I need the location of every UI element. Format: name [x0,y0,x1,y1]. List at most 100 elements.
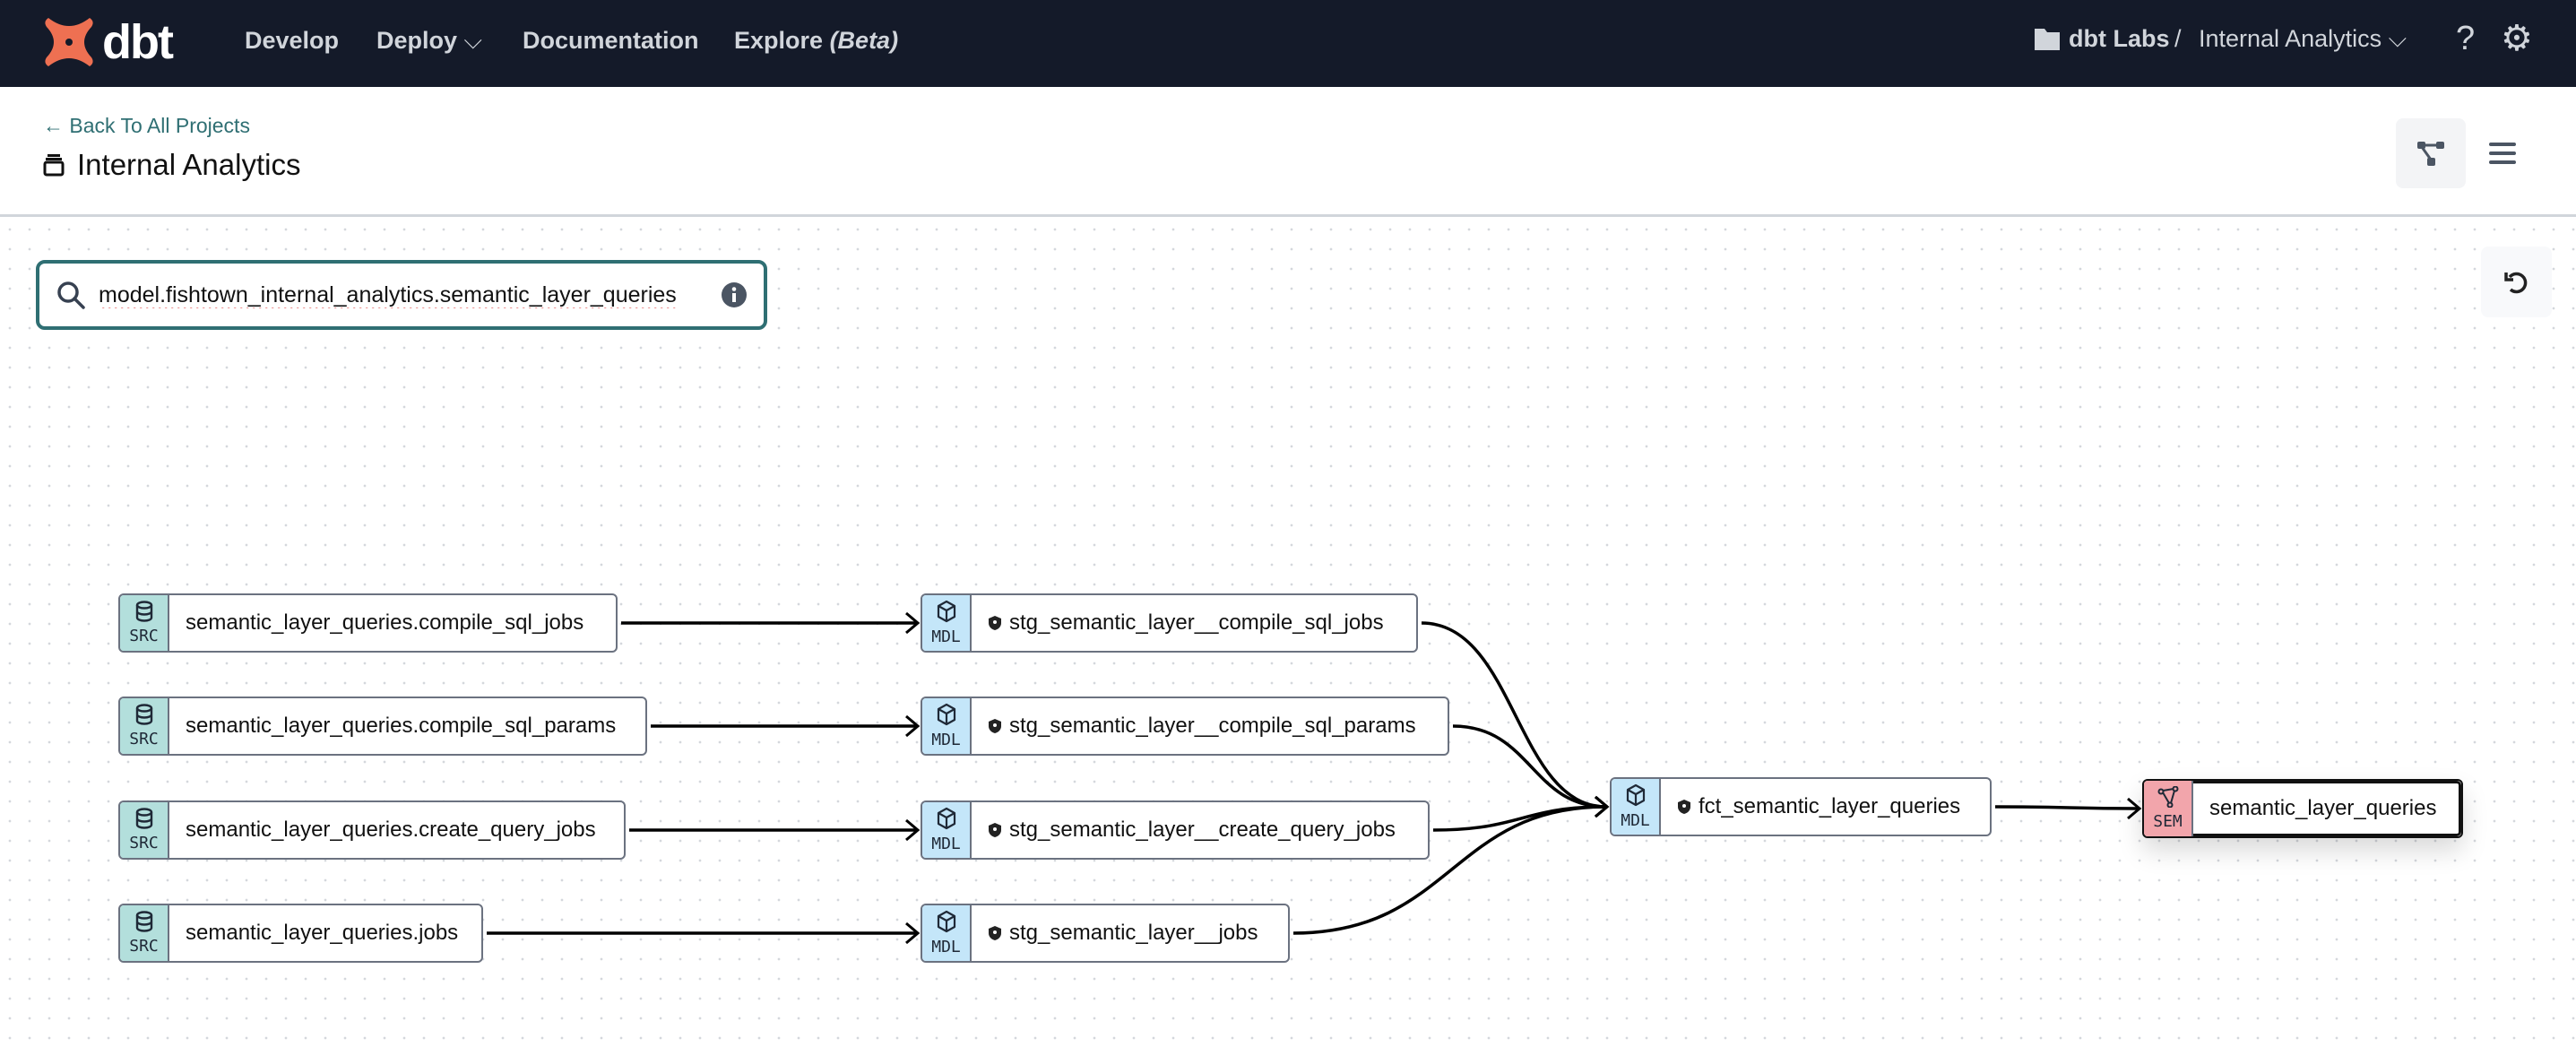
arrowhead-icon [905,922,921,945]
chevron-down-icon: ⌵ [463,27,483,54]
beta-tag: (Beta) [829,27,899,54]
node-label-wrap: semantic_layer_queries.create_query_jobs [169,802,624,858]
edge-staging-to-fact [1292,805,1607,935]
gear-icon[interactable]: ⚙ [2501,19,2533,58]
search-icon [57,281,85,309]
node-label-wrap: stg_semantic_layer__jobs [972,905,1288,961]
account-name[interactable]: dbt Labs [2069,25,2170,52]
search-value[interactable]: model.fishtown_internal_analytics.semant… [99,281,677,307]
mdl-icon [936,703,957,731]
nav-develop[interactable]: Develop [245,27,340,54]
mdl-badge: MDL [922,698,972,754]
node-type: SRC [129,937,159,956]
node-label: semantic_layer_queries.compile_sql_param… [186,714,617,738]
folder-icon [2033,27,2062,58]
protected-icon [989,719,1001,733]
project-icon [43,154,65,177]
source-node[interactable]: SRC semantic_layer_queries.compile_sql_pa… [118,697,647,756]
src-icon [134,911,154,937]
node-type: MDL [931,835,961,853]
nav-explore[interactable]: Explore (Beta) [734,27,898,55]
mdl-icon [936,600,957,627]
node-label-wrap: fct_semantic_layer_queries [1661,779,1990,835]
node-label-wrap: stg_semantic_layer__create_query_jobs [972,802,1428,858]
protected-icon [1678,800,1690,814]
edge-staging-to-fact [1432,805,1607,832]
node-label: semantic_layer_queries.jobs [186,921,459,945]
edge-staging-to-fact [1452,724,1607,809]
mdl-badge: MDL [922,802,972,858]
sem-icon [2157,785,2179,812]
list-view-button[interactable] [2468,118,2537,188]
edge-fact-to-semantic [1994,805,2139,810]
node-type: SRC [129,730,159,748]
breadcrumb-separator: / [2174,25,2182,52]
node-label: stg_semantic_layer__create_query_jobs [1009,818,1396,842]
source-node[interactable]: SRC semantic_layer_queries.create_query_j… [118,800,626,860]
project-name: Internal Analytics [2199,25,2382,52]
fact-model-node[interactable]: MDL fct_semantic_layer_queries [1610,777,1992,836]
staging-model-node[interactable]: MDL stg_semantic_layer__compile_sql_param… [921,697,1449,756]
node-label: fct_semantic_layer_queries [1699,794,1961,818]
chevron-down-icon: ⌵ [2388,25,2407,52]
src-icon [134,704,154,730]
mdl-badge: MDL [922,905,972,961]
node-label: semantic_layer_queries.create_query_jobs [186,818,596,842]
staging-model-node[interactable]: MDL stg_semantic_layer__jobs [921,904,1290,963]
semantic-model-node[interactable]: SEM semantic_layer_queries [2142,779,2463,838]
brand-name: dbt [102,15,174,69]
mdl-icon [1625,783,1647,811]
node-label: stg_semantic_layer__compile_sql_jobs [1009,610,1384,635]
staging-model-node[interactable]: MDL stg_semantic_layer__create_query_jobs [921,800,1430,860]
staging-model-node[interactable]: MDL stg_semantic_layer__compile_sql_jobs [921,593,1418,653]
dbt-logo-icon [45,18,93,66]
arrow-left-icon: ← [43,114,64,137]
src-badge: SRC [120,802,169,858]
protected-icon [989,616,1001,630]
src-icon [134,601,154,627]
nav-documentation[interactable]: Documentation [523,27,699,54]
info-icon[interactable] [721,281,748,308]
node-type: SEM [2153,812,2183,831]
src-badge: SRC [120,595,169,651]
node-label: semantic_layer_queries [2209,796,2437,820]
node-type: SRC [129,627,159,645]
arrowhead-icon [905,714,921,738]
help-icon[interactable]: ? [2456,20,2476,57]
source-node[interactable]: SRC semantic_layer_queries.compile_sql_jo… [118,593,618,653]
sem-badge: SEM [2144,781,2193,836]
node-label-wrap: semantic_layer_queries.compile_sql_param… [169,698,645,754]
lineage-canvas[interactable]: model.fishtown_internal_analytics.semant… [0,220,2576,1047]
hamburger-icon [2489,143,2516,164]
mdl-icon [936,807,957,835]
nav-deploy[interactable]: Deploy ⌵ [376,27,482,56]
back-link[interactable]: ← Back To All Projects [43,114,250,138]
edge-staging-to-fact [1421,621,1607,809]
node-type: MDL [931,627,961,646]
dbt-logo[interactable]: dbt [41,14,174,70]
mdl-badge: MDL [1612,779,1661,835]
lineage-edges [487,611,2142,945]
src-badge: SRC [120,698,169,754]
node-label-wrap: semantic_layer_queries.compile_sql_jobs [169,595,616,651]
nav-explore-label: Explore [734,27,824,54]
reset-view-button[interactable] [2481,247,2552,317]
arrowhead-icon [905,611,921,635]
project-switcher[interactable]: Internal Analytics ⌵ [2199,25,2407,54]
page-title: Internal Analytics [43,148,300,182]
node-label-wrap: semantic_layer_queries [2193,781,2461,836]
node-label: stg_semantic_layer__compile_sql_params [1009,714,1416,738]
node-type: MDL [931,938,961,956]
node-type: MDL [1621,811,1650,830]
search-input[interactable]: model.fishtown_internal_analytics.semant… [36,260,767,330]
mdl-icon [936,910,957,938]
source-node[interactable]: SRC semantic_layer_queries.jobs [118,904,483,963]
lineage-view-button[interactable] [2396,118,2466,188]
mdl-badge: MDL [922,595,972,651]
protected-icon [989,926,1001,940]
src-icon [134,808,154,834]
node-label: stg_semantic_layer__jobs [1009,921,1258,945]
lineage-icon [2417,142,2444,166]
node-label-wrap: semantic_layer_queries.jobs [169,905,481,961]
arrowhead-icon [1595,795,1610,818]
